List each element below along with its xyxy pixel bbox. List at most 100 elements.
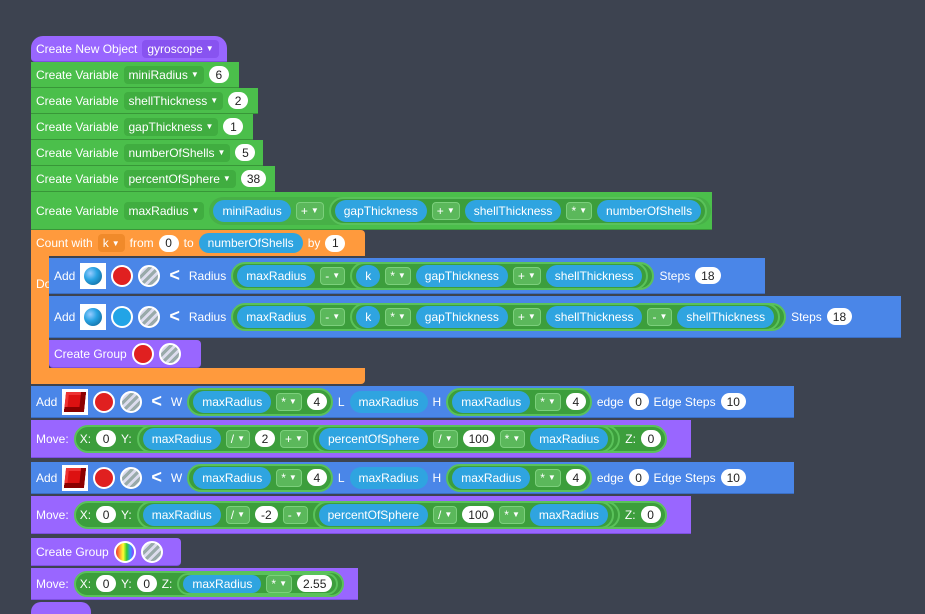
create-group-block[interactable]: Create Group xyxy=(31,538,181,566)
variable-reporter[interactable]: k xyxy=(356,305,381,328)
operator-dropdown[interactable]: /▼ xyxy=(225,429,251,448)
number-input[interactable]: 4 xyxy=(565,393,586,410)
color-swatch-red[interactable] xyxy=(93,390,116,413)
variable-reporter[interactable]: shellThickness xyxy=(677,305,775,328)
variable-name-dropdown[interactable]: maxRadius▼ xyxy=(123,201,205,220)
variable-block[interactable]: Create Variable miniRadius▼ 6 xyxy=(31,62,239,88)
variable-value-input[interactable]: 2 xyxy=(228,92,249,109)
math-expression[interactable]: percentOfSphere /▼ 100 *▼ maxRadius xyxy=(312,424,615,453)
variable-reporter[interactable]: numberOfShells xyxy=(597,199,702,222)
color-swatch-cyan[interactable] xyxy=(111,305,134,328)
y-value-input[interactable]: 0 xyxy=(136,575,157,592)
move-block[interactable]: Move: X: 0 Y: 0 Z: maxRadius *▼ 2.55 xyxy=(31,568,358,600)
variable-value-input[interactable]: 1 xyxy=(223,118,244,135)
variable-reporter[interactable]: maxRadius xyxy=(142,427,221,450)
material-swatch-glass[interactable] xyxy=(120,390,143,413)
number-input[interactable]: -2 xyxy=(255,506,278,523)
material-swatch-glass[interactable] xyxy=(140,540,163,563)
number-input[interactable]: 4 xyxy=(306,469,327,486)
math-expression[interactable]: maxRadius -▼ k *▼ gapThickness +▼ shellT… xyxy=(231,302,787,331)
operator-dropdown[interactable]: +▼ xyxy=(280,429,308,448)
x-value-input[interactable]: 0 xyxy=(96,506,117,523)
z-value-input[interactable]: 0 xyxy=(640,506,661,523)
variable-reporter[interactable]: miniRadius xyxy=(213,199,291,222)
move-block[interactable]: Move: X: 0 Y: maxRadius /▼ 2 +▼ percentO… xyxy=(31,420,691,458)
material-swatch-glass[interactable] xyxy=(138,264,161,287)
variable-name-dropdown[interactable]: shellThickness▼ xyxy=(123,91,224,110)
move-coordinates[interactable]: X: 0 Y: 0 Z: maxRadius *▼ 2.55 xyxy=(73,570,345,597)
add-sphere-block[interactable]: Add < Radius maxRadius -▼ k *▼ gapThickn… xyxy=(49,296,901,338)
operator-dropdown[interactable]: -▼ xyxy=(320,307,346,326)
variable-reporter[interactable]: maxRadius xyxy=(183,574,262,593)
math-expression[interactable]: miniRadius +▼ gapThickness +▼ shellThick… xyxy=(209,196,712,225)
math-expression[interactable]: maxRadius *▼ 4 xyxy=(187,463,333,492)
variable-block[interactable]: Create Variable percentOfSphere▼ 38 xyxy=(31,166,275,192)
color-swatch-red[interactable] xyxy=(131,342,154,365)
x-value-input[interactable]: 0 xyxy=(96,430,117,447)
color-swatch-red[interactable] xyxy=(93,466,116,489)
variable-reporter[interactable]: maxRadius xyxy=(452,466,531,489)
operator-dropdown[interactable]: *▼ xyxy=(266,574,293,593)
variable-reporter[interactable]: shellThickness xyxy=(464,199,562,222)
operator-dropdown[interactable]: *▼ xyxy=(276,392,302,411)
operator-dropdown[interactable]: +▼ xyxy=(512,266,541,285)
variable-name-dropdown[interactable]: miniRadius▼ xyxy=(123,65,204,84)
variable-reporter[interactable]: gapThickness xyxy=(415,264,508,287)
variable-name-dropdown[interactable]: gapThickness▼ xyxy=(123,117,219,136)
math-expression[interactable]: maxRadius -▼ k *▼ gapThickness +▼ shellT… xyxy=(231,261,655,290)
chevron-left-icon[interactable]: < xyxy=(151,391,162,411)
variable-name-dropdown[interactable]: percentOfSphere▼ xyxy=(123,169,236,188)
variable-reporter[interactable]: maxRadius xyxy=(237,264,316,287)
variable-value-input[interactable]: 38 xyxy=(240,170,267,187)
add-box-block[interactable]: Add < W maxRadius *▼ 4 L maxRadius H max… xyxy=(31,462,794,494)
edge-steps-value-input[interactable]: 10 xyxy=(720,469,746,486)
variable-reporter[interactable]: shellThickness xyxy=(545,264,643,287)
chevron-left-icon[interactable]: < xyxy=(169,265,180,285)
variable-block[interactable]: Create Variable numberOfShells▼ 5 xyxy=(31,140,263,166)
math-expression[interactable]: percentOfSphere /▼ 100 *▼ maxRadius xyxy=(312,500,614,529)
material-swatch-glass[interactable] xyxy=(138,305,161,328)
x-value-input[interactable]: 0 xyxy=(96,575,117,592)
variable-block[interactable]: Create Variable shellThickness▼ 2 xyxy=(31,88,258,114)
operator-dropdown[interactable]: *▼ xyxy=(535,468,561,487)
variable-name-dropdown[interactable]: numberOfShells▼ xyxy=(123,143,231,162)
variable-value-input[interactable]: 6 xyxy=(208,66,229,83)
color-swatch-red[interactable] xyxy=(111,264,134,287)
variable-reporter[interactable]: maxRadius xyxy=(530,427,609,450)
color-swatch-rainbow[interactable] xyxy=(113,540,136,563)
from-value-input[interactable]: 0 xyxy=(158,234,179,252)
variable-reporter[interactable]: percentOfSphere xyxy=(318,427,429,450)
chevron-left-icon[interactable]: < xyxy=(151,467,162,487)
number-input[interactable]: 2.55 xyxy=(297,575,333,592)
math-expression[interactable]: maxRadius /▼ -2 -▼ percentOfSphere /▼ 10… xyxy=(136,500,620,529)
variable-reporter[interactable]: percentOfSphere xyxy=(318,503,428,526)
edge-value-input[interactable]: 0 xyxy=(628,469,649,486)
variable-reporter[interactable]: maxRadius xyxy=(349,466,428,489)
variable-reporter[interactable]: maxRadius xyxy=(193,466,272,489)
by-value-input[interactable]: 1 xyxy=(325,234,346,252)
sphere-icon[interactable] xyxy=(80,303,107,330)
variable-reporter[interactable]: gapThickness xyxy=(334,199,427,222)
number-input[interactable]: 4 xyxy=(306,393,327,410)
operator-dropdown[interactable]: *▼ xyxy=(276,468,302,487)
create-group-block[interactable]: Create Group xyxy=(49,340,201,368)
cube-icon[interactable] xyxy=(62,464,89,491)
number-input[interactable]: 4 xyxy=(565,469,586,486)
math-expression[interactable]: maxRadius *▼ 2.55 xyxy=(177,572,339,595)
material-swatch-glass[interactable] xyxy=(158,342,181,365)
operator-dropdown[interactable]: *▼ xyxy=(535,392,561,411)
number-input[interactable]: 100 xyxy=(462,430,495,447)
variable-reporter[interactable]: maxRadius xyxy=(193,390,272,413)
move-coordinates[interactable]: X: 0 Y: maxRadius /▼ 2 +▼ percentOfSpher… xyxy=(73,424,667,453)
cube-icon[interactable] xyxy=(62,388,89,415)
math-expression[interactable]: k *▼ gapThickness +▼ shellThickness xyxy=(350,261,649,290)
edge-value-input[interactable]: 0 xyxy=(628,393,649,410)
operator-dropdown[interactable]: *▼ xyxy=(385,307,411,326)
steps-value-input[interactable]: 18 xyxy=(695,267,721,284)
operator-dropdown[interactable]: -▼ xyxy=(647,307,673,326)
operator-dropdown[interactable]: /▼ xyxy=(225,505,251,524)
variable-reporter[interactable]: maxRadius xyxy=(349,390,428,413)
steps-value-input[interactable]: 18 xyxy=(826,308,853,325)
variable-reporter[interactable]: gapThickness xyxy=(415,305,508,328)
variable-reporter[interactable]: k xyxy=(356,264,381,287)
